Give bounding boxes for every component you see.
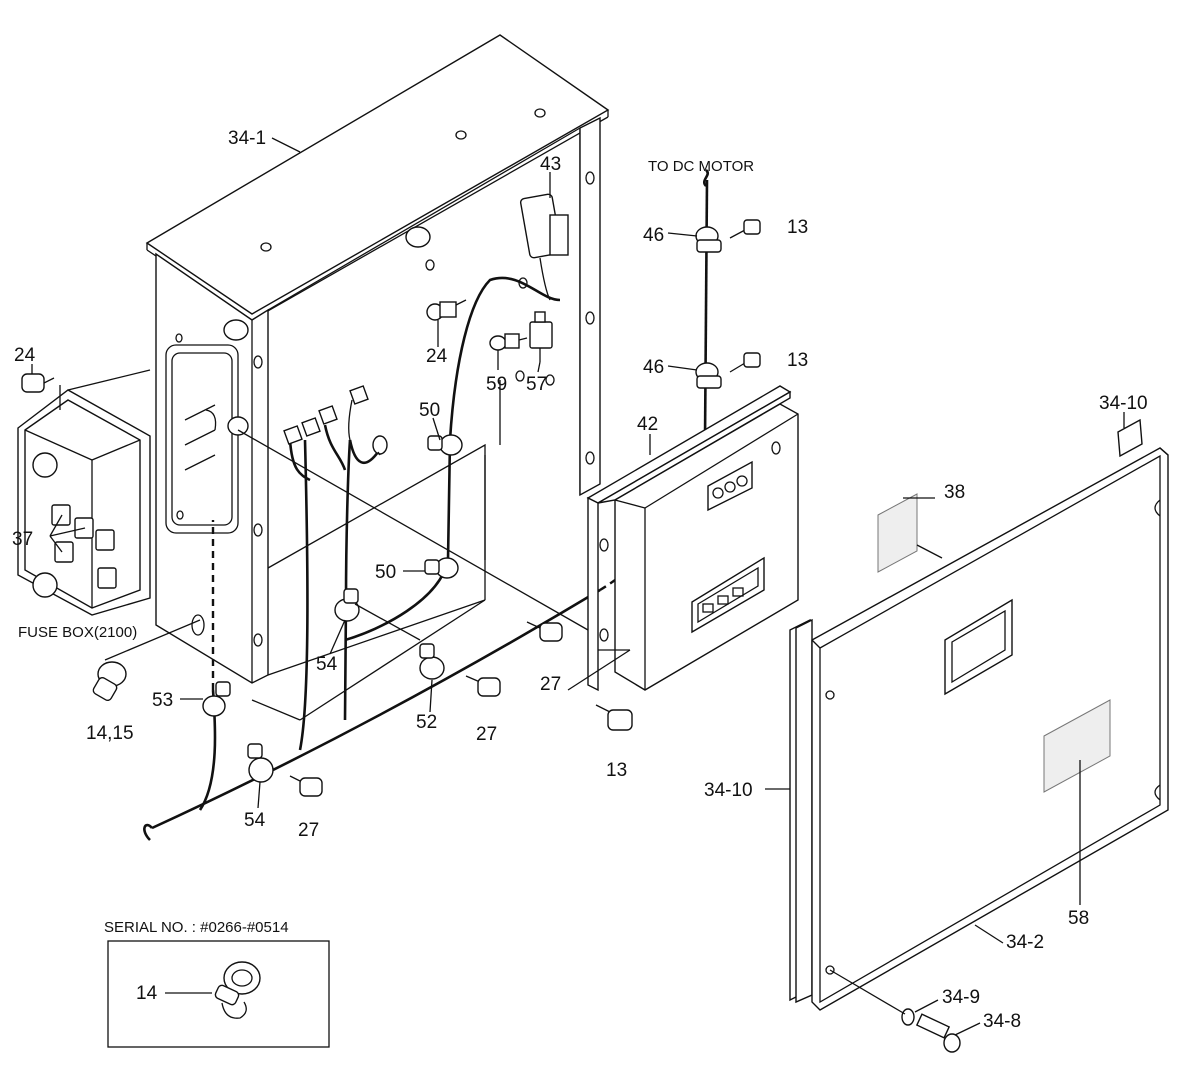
- label-27-right: 27: [540, 674, 561, 695]
- part-59-bolt: [489, 333, 528, 351]
- label-50-lower: 50: [375, 562, 396, 583]
- label-58: 58: [1068, 908, 1089, 929]
- part-57-connector: [529, 311, 553, 362]
- label-54-lower: 54: [244, 810, 266, 831]
- inset-frame: [107, 940, 330, 1048]
- label-34-9: 34-9: [942, 987, 980, 1008]
- alignment-line-d: [354, 603, 421, 641]
- clamps: [202, 226, 722, 783]
- inset-key-switch: [214, 961, 261, 1019]
- label-serial-no: SERIAL NO. : #0266-#0514: [104, 919, 289, 936]
- label-54-upper: 54: [316, 654, 338, 675]
- label-34-10-top: 34-10: [1099, 393, 1148, 414]
- label-53: 53: [152, 690, 173, 711]
- serial-inset: SERIAL NO. : #0266-#0514 14: [104, 919, 330, 1048]
- label-14-15: 14,15: [86, 723, 134, 744]
- label-to-dc-motor: TO DC MOTOR: [648, 158, 754, 175]
- label-57: 57: [526, 374, 547, 395]
- label-43: 43: [540, 154, 561, 175]
- part-42-controller: [567, 385, 799, 692]
- part-14-15-switch: [92, 661, 127, 702]
- label-34-10-side: 34-10: [704, 780, 753, 801]
- part-43-relay: [519, 193, 569, 301]
- label-13-lower: 13: [606, 760, 627, 781]
- label-27-mid: 27: [476, 724, 497, 745]
- label-27-lower: 27: [298, 820, 319, 841]
- part-34-2-cover: [789, 418, 1169, 1011]
- label-46-lower: 46: [643, 357, 664, 378]
- fuse-box: [17, 369, 201, 661]
- label-38: 38: [944, 482, 965, 503]
- label-52: 52: [416, 712, 437, 733]
- label-34-2: 34-2: [1006, 932, 1044, 953]
- label-leaders: [31, 137, 1125, 1036]
- label-13-upper: 13: [787, 217, 808, 238]
- label-37: 37: [12, 529, 33, 550]
- fuse-leader: [104, 619, 201, 661]
- alignment-line-a: [237, 429, 589, 631]
- label-14-inset: 14: [136, 983, 158, 1004]
- part-labels: 34-1 43 24 59 57 50 50 54 53 52 27 27 27…: [12, 128, 1148, 1032]
- enclosure-box: [145, 34, 610, 721]
- label-fuse-box: FUSE BOX(2100): [18, 624, 137, 641]
- part-24-bolt-upper: [426, 299, 467, 321]
- label-50-upper: 50: [419, 400, 440, 421]
- part-34-8-bolt: [829, 969, 961, 1053]
- label-34-1: 34-1: [228, 128, 266, 149]
- label-24-left: 24: [14, 345, 36, 366]
- label-24-upper: 24: [426, 346, 448, 367]
- label-42: 42: [637, 414, 658, 435]
- bolts: [21, 219, 761, 797]
- label-13-middle: 13: [787, 350, 808, 371]
- label-59: 59: [486, 374, 507, 395]
- label-46-upper: 46: [643, 225, 664, 246]
- label-34-8: 34-8: [983, 1011, 1021, 1032]
